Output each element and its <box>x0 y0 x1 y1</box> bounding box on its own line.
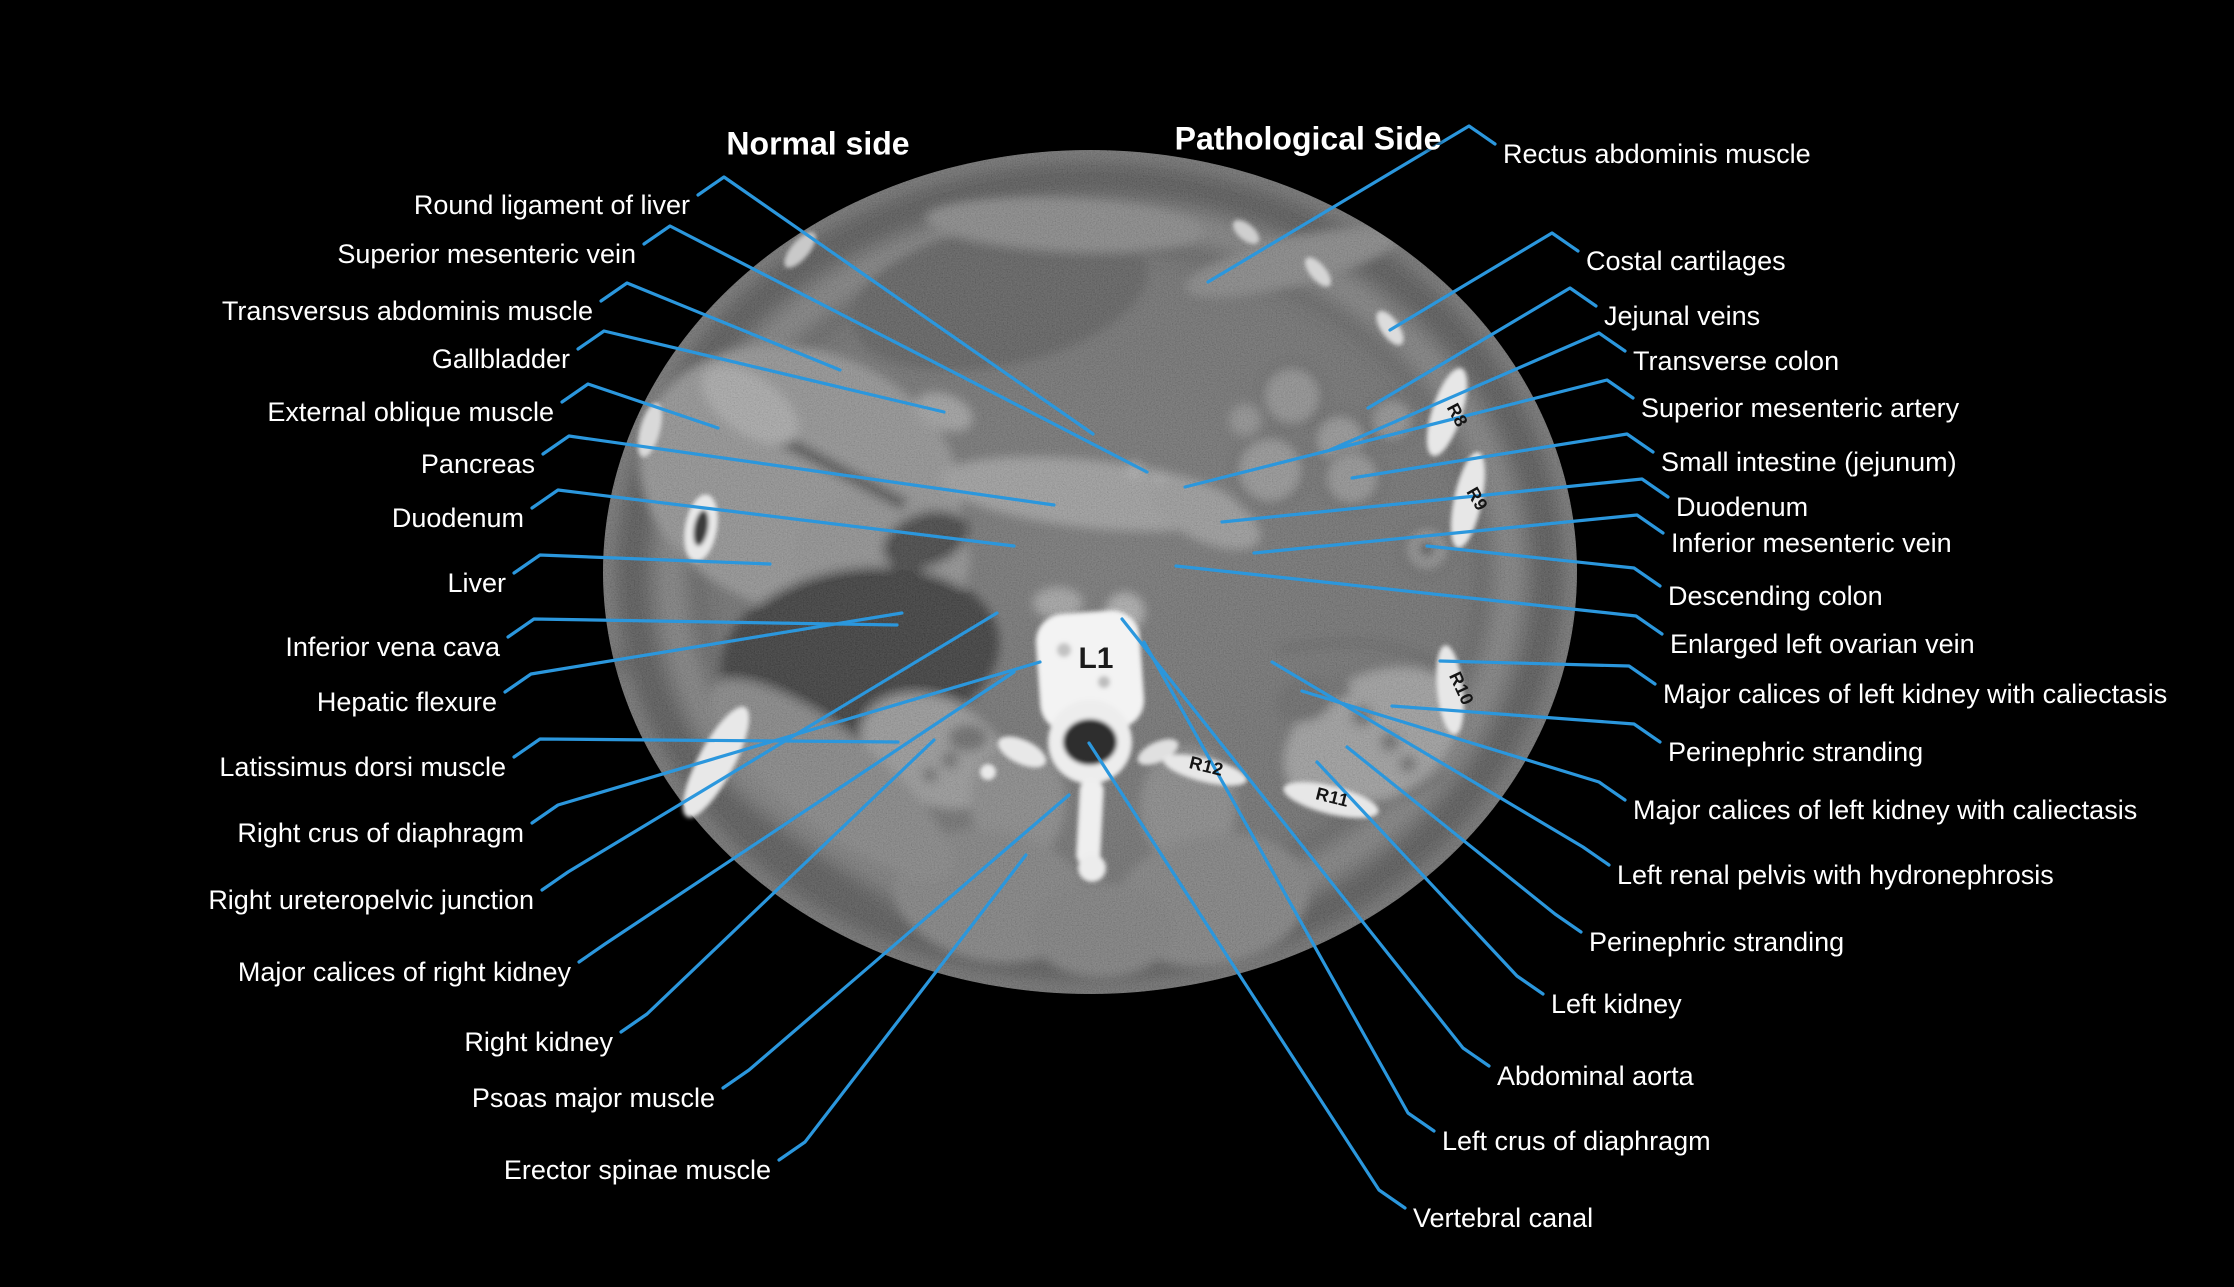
anatomy-label: Perinephric stranding <box>1589 927 1844 957</box>
leader-line <box>560 382 720 430</box>
leader-line <box>1300 689 1627 802</box>
body-cross-section <box>603 150 1577 994</box>
anatomy-label: Left renal pelvis with hydronephrosis <box>1617 860 2054 890</box>
leader-line <box>642 224 1149 474</box>
leader-line <box>1120 617 1491 1068</box>
leader-line <box>1438 659 1657 686</box>
anatomy-label: Transverse colon <box>1633 346 1839 376</box>
leader-line <box>1220 477 1670 524</box>
vertebra-l1-marker: L1 <box>1078 642 1113 675</box>
anatomy-label: Right ureteropelvic junction <box>208 885 534 915</box>
anatomy-label: Liver <box>447 568 506 598</box>
anatomy-label: Right kidney <box>464 1027 613 1057</box>
rib-r12 <box>1163 754 1247 786</box>
leader-line <box>696 175 1095 436</box>
vertebral-body-l1 <box>1035 610 1145 732</box>
leader-line <box>540 611 999 892</box>
anatomy-label: Left kidney <box>1551 989 1682 1019</box>
anatomy-label: Left crus of diaphragm <box>1442 1126 1711 1156</box>
anatomy-label: Right crus of diaphragm <box>237 818 524 848</box>
leader-line <box>1345 745 1583 934</box>
leader-line <box>619 738 936 1034</box>
leader-line <box>1390 704 1662 744</box>
anatomy-label: Duodenum <box>392 503 524 533</box>
anatomy-label: Erector spinae muscle <box>504 1155 771 1185</box>
anatomy-label: Small intestine (jejunum) <box>1661 447 1957 477</box>
anatomy-label: Enlarged left ovarian vein <box>1670 629 1975 659</box>
anatomy-label: Duodenum <box>1676 492 1808 522</box>
leader-line <box>1174 564 1664 636</box>
costal-cartilage <box>1376 310 1404 346</box>
leader-line <box>721 793 1071 1090</box>
leader-line <box>512 553 772 575</box>
rib-r8 <box>1426 368 1468 456</box>
leader-line <box>777 853 1028 1162</box>
leader-line <box>1388 231 1580 332</box>
leader-line <box>530 660 1042 825</box>
anatomy-label: Perinephric stranding <box>1668 737 1923 767</box>
anatomy-label: Major calices of right kidney <box>238 957 572 987</box>
anatomy-label: Major calices of left kidney with caliec… <box>1633 795 2137 825</box>
anatomy-label: Vertebral canal <box>1413 1203 1593 1233</box>
leader-line <box>503 611 904 694</box>
leader-line <box>1350 432 1655 480</box>
anatomy-label: Superior mesenteric artery <box>1641 393 1960 423</box>
leader-line <box>1252 513 1665 555</box>
leader-line <box>1270 660 1611 867</box>
anatomy-label: Hepatic flexure <box>317 687 497 717</box>
bones <box>637 220 1486 882</box>
anatomy-label: Inferior vena cava <box>285 632 501 662</box>
leader-line <box>576 329 946 414</box>
leader-line <box>1183 378 1635 489</box>
leader-line <box>1366 286 1598 410</box>
leader-line <box>506 617 899 639</box>
leader-line <box>1315 760 1545 996</box>
pathological-side-header: Pathological Side <box>1174 120 1442 157</box>
spinous-process <box>1076 779 1104 866</box>
anatomy-label: Inferior mesenteric vein <box>1671 528 1952 558</box>
anatomy-label: Psoas major muscle <box>472 1083 715 1113</box>
anatomy-label: Rectus abdominis muscle <box>1503 139 1811 169</box>
leader-line <box>577 670 1016 964</box>
leader-line <box>599 281 842 372</box>
anatomy-label: Transversus abdominis muscle <box>222 296 593 326</box>
anatomy-label: Round ligament of liver <box>414 190 690 220</box>
anatomy-label: Major calices of left kidney with caliec… <box>1663 679 2167 709</box>
leader-line <box>1087 741 1407 1210</box>
anatomy-label: External oblique muscle <box>267 397 554 427</box>
anatomy-label: Abdominal aorta <box>1497 1061 1695 1091</box>
leader-line <box>530 488 1016 548</box>
anatomy-label: Pancreas <box>421 449 535 479</box>
anatomy-label: Descending colon <box>1668 581 1883 611</box>
anatomy-label: Gallbladder <box>432 344 570 374</box>
anatomy-label: Superior mesenteric vein <box>337 239 636 269</box>
leader-line <box>541 434 1056 507</box>
leader-line <box>1142 640 1436 1133</box>
leader-line <box>1328 331 1627 452</box>
rib-r11 <box>1283 781 1379 819</box>
rib-r9 <box>1450 451 1486 549</box>
anatomy-label: Jejunal veins <box>1604 301 1760 331</box>
normal-side-header: Normal side <box>726 125 910 162</box>
anatomy-label: Latissimus dorsi muscle <box>219 752 506 782</box>
leader-line <box>1425 544 1662 588</box>
leader-line <box>1206 124 1497 284</box>
anatomy-label: Costal cartilages <box>1586 246 1786 276</box>
